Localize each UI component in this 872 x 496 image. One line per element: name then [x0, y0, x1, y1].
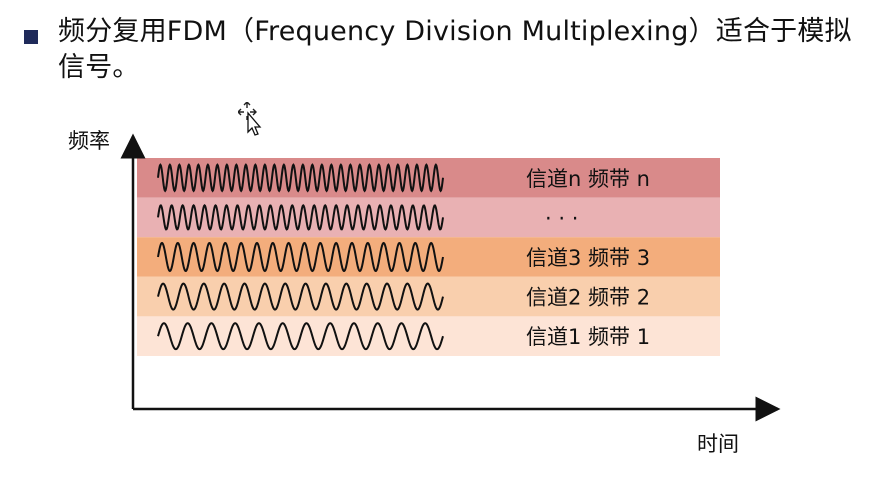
frequency-bands: 信道n 频带 n · · · 信道3 频带 3 信道2 频带 2 信道1 频带 1 — [137, 158, 720, 356]
move-cursor-icon — [238, 102, 262, 136]
band-3-label: 信道3 频带 3 — [526, 246, 650, 270]
band-2-label: · · · — [545, 206, 578, 230]
y-axis-label: 频率 — [68, 129, 110, 153]
band-1-waveform — [157, 163, 444, 193]
band-4-label: 信道2 频带 2 — [526, 286, 650, 310]
band-5-waveform — [157, 322, 444, 351]
bullet-point: 频分复用FDM（Frequency Division Multiplexing）… — [24, 14, 854, 86]
x-axis-label: 时间 — [697, 432, 739, 456]
band-2-waveform — [157, 204, 444, 231]
bullet-square-icon — [24, 30, 38, 44]
band-4-waveform — [157, 282, 444, 311]
band-5-label: 信道1 频带 1 — [526, 325, 650, 349]
band-1-label: 信道n 频带 n — [526, 167, 650, 191]
band-3-waveform — [157, 241, 444, 273]
bullet-text: 频分复用FDM（Frequency Division Multiplexing）… — [58, 16, 852, 83]
